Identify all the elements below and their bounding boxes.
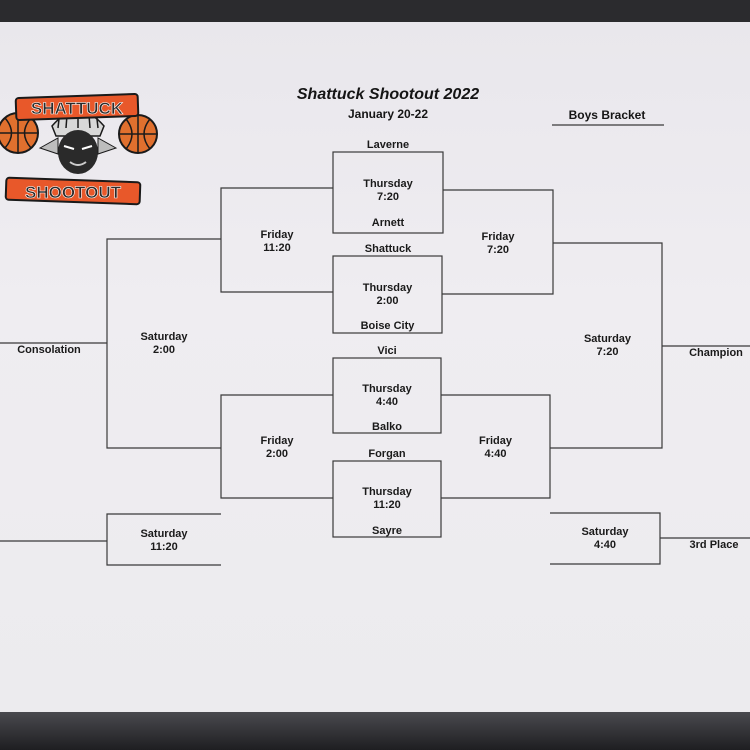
game-friday-right-bottom: Friday 4:40 bbox=[478, 435, 512, 460]
page-title: Shattuck Shootout 2022 bbox=[296, 86, 480, 103]
team-laverne: Laverne bbox=[366, 139, 410, 151]
game-friday-left-top: Friday 11:20 bbox=[260, 229, 294, 254]
game-friday-right-top: Friday 7:20 bbox=[481, 231, 515, 256]
team-shattuck: Shattuck bbox=[364, 243, 412, 255]
team-forgan: Forgan bbox=[368, 448, 406, 460]
team-vici: Vici bbox=[377, 345, 397, 357]
outcome-consolation: Consolation bbox=[17, 344, 81, 356]
game-saturday-left: Saturday 2:00 bbox=[140, 331, 188, 356]
friday-right-bottom-bracket bbox=[441, 394, 551, 499]
table-edge bbox=[0, 712, 750, 750]
team-arnett: Arnett bbox=[371, 217, 405, 229]
friday-right-top-bracket bbox=[442, 189, 554, 295]
game-saturday-left-bottom: Saturday 11:20 bbox=[140, 528, 188, 553]
outcome-third-place: 3rd Place bbox=[689, 539, 739, 551]
tournament-dates: January 20-22 bbox=[347, 107, 429, 121]
thursday-game-box-1 bbox=[332, 151, 444, 234]
bracket-label: Boys Bracket bbox=[568, 108, 646, 122]
game-thursday-1: Thursday 7:20 bbox=[363, 178, 413, 203]
logo-text-icon bbox=[4, 92, 142, 206]
basketball-right-icon bbox=[118, 114, 158, 154]
game-thursday-4: Thursday 11:20 bbox=[362, 486, 412, 511]
logo-text-bottom: SHOOTOUT bbox=[25, 183, 122, 202]
team-sayre: Sayre bbox=[372, 525, 402, 537]
logo-text-top: SHATTUCK bbox=[31, 99, 124, 118]
outcome-champion: Champion bbox=[689, 347, 743, 359]
game-saturday-right: Saturday 7:20 bbox=[583, 333, 632, 358]
game-thursday-2: Thursday 2:00 bbox=[362, 282, 413, 307]
saturday-left-bottom-bracket bbox=[106, 513, 221, 566]
game-saturday-right-bottom: Saturday 4:40 bbox=[581, 526, 629, 551]
friday-left-top-bracket bbox=[220, 187, 333, 293]
game-friday-left-bottom: Friday 2:00 bbox=[260, 435, 294, 460]
team-boise-city: Boise City bbox=[360, 320, 415, 332]
friday-left-bottom-bracket bbox=[220, 394, 333, 499]
game-thursday-3: Thursday 4:40 bbox=[362, 383, 412, 408]
team-balko: Balko bbox=[372, 421, 402, 433]
shattuck-shootout-logo: SHATTUCK SHOOTOUT bbox=[0, 92, 158, 206]
thursday-game-box-4 bbox=[332, 460, 442, 538]
